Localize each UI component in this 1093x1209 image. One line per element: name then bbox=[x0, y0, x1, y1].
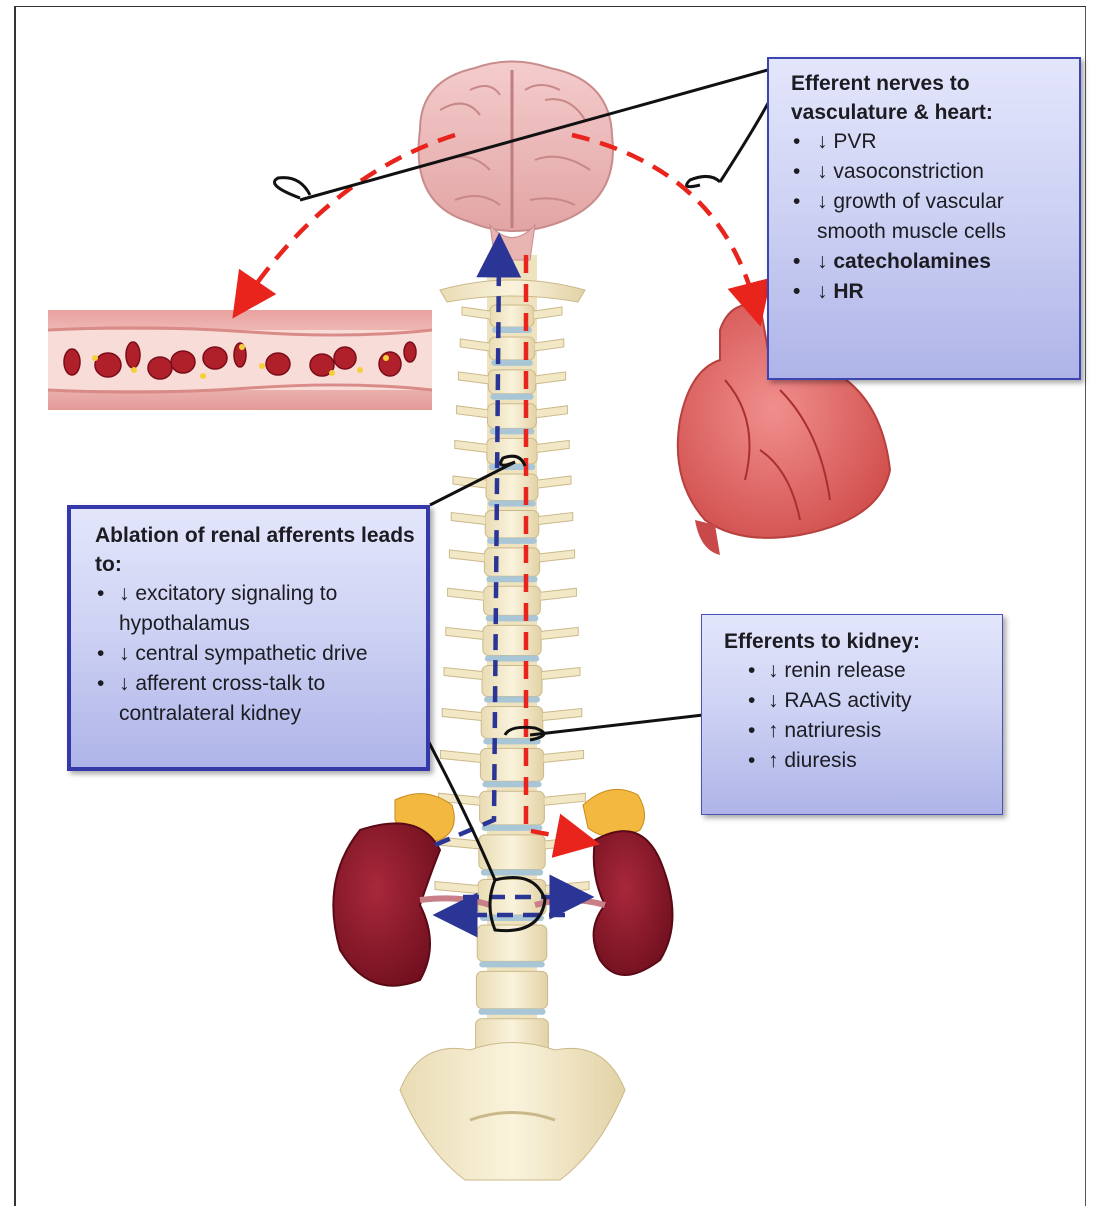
ablation-callout: Ablation of renal afferents leads to: •↓… bbox=[67, 505, 430, 771]
efferent-heart-item: •↓ HR bbox=[791, 277, 1067, 307]
efferent-kidney-title: Efferents to kidney: bbox=[724, 627, 992, 656]
efferent-heart-item: •↓ growth of vascular smooth muscle cell… bbox=[791, 187, 1067, 247]
ablation-item: •↓ afferent cross-talk to contralateral … bbox=[95, 669, 416, 729]
efferent-heart-callout: Efferent nerves to vasculature & heart: … bbox=[767, 57, 1081, 380]
efferent-kidney-callout: Efferents to kidney: •↓ renin release •↓… bbox=[701, 614, 1003, 815]
kidney-right-illustration bbox=[535, 789, 673, 975]
ablation-title: Ablation of renal afferents leads to: bbox=[95, 521, 416, 579]
efferent-kidney-item: •↓ renin release bbox=[724, 656, 992, 686]
blood-vessel-illustration bbox=[48, 310, 432, 410]
efferent-heart-item: •↓ vasoconstriction bbox=[791, 157, 1067, 187]
efferent-heart-item: •↓ catecholamines bbox=[791, 247, 1067, 277]
efferent-kidney-item: •↑ diuresis bbox=[724, 746, 992, 776]
efferent-heart-title: Efferent nerves to vasculature & heart: bbox=[791, 69, 1067, 127]
efferent-kidney-item: •↑ natriuresis bbox=[724, 716, 992, 746]
efferent-kidney-item: •↓ RAAS activity bbox=[724, 686, 992, 716]
ablation-item: •↓ central sympathetic drive bbox=[95, 639, 416, 669]
spine-illustration bbox=[400, 255, 625, 1180]
efferent-heart-item: •↓ PVR bbox=[791, 127, 1067, 157]
brain-illustration bbox=[419, 62, 613, 261]
ablation-item: •↓ excitatory signaling to hypothalamus bbox=[95, 579, 416, 639]
